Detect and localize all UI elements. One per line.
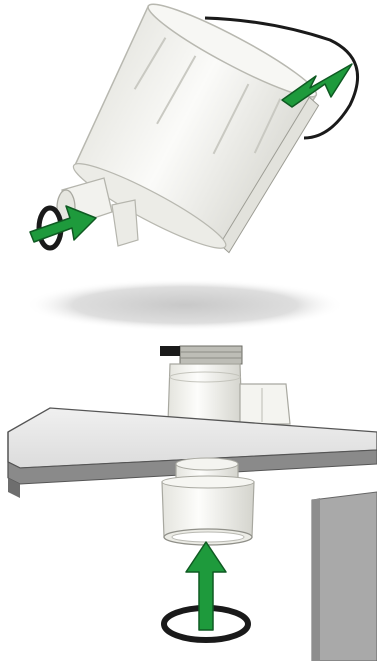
bottom-illustration bbox=[0, 332, 377, 661]
threaded-collar bbox=[160, 346, 242, 364]
floor-shadow bbox=[25, 279, 345, 331]
cabinet-side bbox=[312, 492, 377, 661]
upper-fitting bbox=[168, 364, 290, 424]
container-body bbox=[59, 0, 329, 266]
arrow-up bbox=[186, 542, 226, 630]
top-illustration bbox=[0, 0, 377, 332]
panel-top bbox=[0, 0, 377, 332]
panel-bottom bbox=[0, 332, 377, 661]
